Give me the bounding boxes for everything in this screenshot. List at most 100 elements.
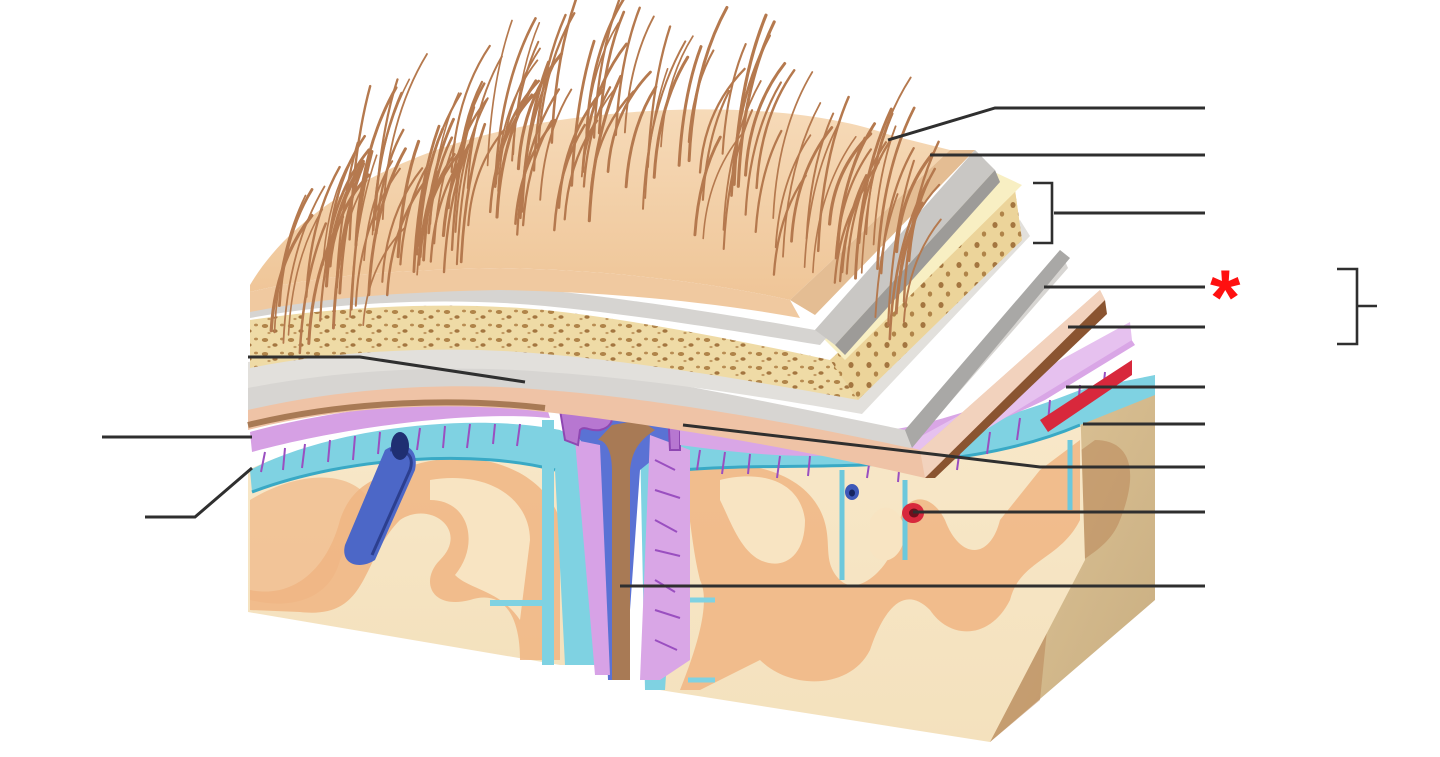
hair-strand (422, 117, 455, 262)
gray-matter-right (680, 440, 1080, 690)
hair-strand (698, 67, 746, 174)
hair-strand (385, 180, 427, 297)
red-asterisk-marker: * (1210, 253, 1241, 341)
hair-strand (322, 159, 352, 266)
leader-lines (102, 106, 1377, 588)
hair-strand (744, 62, 787, 177)
hair-strand (876, 106, 916, 270)
hair-strand (319, 162, 366, 322)
falx-cerebri (535, 372, 720, 680)
hair-strand (805, 112, 835, 240)
hair-strand (744, 81, 782, 216)
leader-r8 (682, 423, 1205, 469)
hair-strand (581, 42, 628, 173)
hair-strand (623, 15, 655, 134)
hair-strand (412, 124, 441, 273)
bracket-dura-group (1337, 267, 1359, 346)
hair-strand (537, 12, 576, 151)
gray-matter-left (250, 458, 560, 660)
hair-strand (803, 121, 841, 268)
leader-l1 (248, 355, 526, 384)
hair-strand (399, 163, 430, 266)
hair-strand (816, 95, 850, 253)
hair-strand (550, 0, 578, 144)
leader-l3 (145, 466, 253, 519)
hair-strand (269, 213, 314, 333)
hair-strand (354, 86, 398, 247)
hair-strand (354, 167, 401, 307)
hair-strand (497, 47, 541, 193)
hair-strand (589, 90, 635, 195)
hair-strand (701, 89, 731, 201)
hair-strand (693, 135, 722, 237)
hair-strand (687, 6, 729, 163)
hair-strand (732, 13, 768, 186)
hair-strand (895, 152, 935, 254)
hair-strand (597, 10, 626, 135)
hair-strand (642, 40, 687, 210)
hair-strand (455, 82, 486, 187)
hair-strand (782, 102, 822, 258)
hair-strand (755, 69, 796, 190)
hair-strand (888, 178, 930, 341)
hair-strand (416, 92, 462, 256)
hair-strand (570, 39, 596, 187)
hair-strand (287, 208, 324, 336)
hair-strand (887, 159, 915, 327)
hair-strand (702, 132, 743, 240)
hair (269, 0, 942, 355)
hair-strand (582, 86, 612, 188)
hair-strand (273, 194, 307, 334)
hair-strand (858, 136, 894, 245)
hair-strand (459, 122, 487, 264)
hair-strand (721, 43, 747, 155)
hair-strand (772, 174, 807, 276)
hair-strand (539, 88, 573, 201)
hair-strand (614, 6, 641, 136)
hair-strand (736, 20, 776, 188)
hair-strand (774, 134, 812, 249)
hair-strand (298, 222, 328, 355)
hair-strand (427, 136, 454, 235)
hair-strand (488, 93, 534, 214)
hair-strand (516, 88, 561, 236)
hair-strand (828, 132, 873, 226)
hair-strand (606, 70, 652, 173)
hair-strand (511, 40, 540, 162)
hair-strand (772, 71, 814, 219)
hair-strand (282, 185, 326, 344)
hair-strand (514, 118, 557, 225)
hair-strand (486, 19, 513, 167)
hair-strand (865, 76, 912, 236)
hair-strand (367, 147, 407, 297)
dura-mater (247, 250, 1107, 478)
hair-strand (495, 79, 538, 219)
hair-strand (563, 119, 599, 221)
hair-strand (331, 162, 365, 330)
bracket-skull (1033, 181, 1054, 245)
hair-strand (812, 136, 857, 274)
hair-strand (557, 89, 604, 209)
hair-strand (874, 193, 899, 319)
hair-strand (898, 183, 941, 281)
hair-strand (907, 167, 937, 263)
hair-strand (467, 129, 506, 227)
hair-strand (433, 141, 456, 245)
hair-strand (854, 107, 893, 280)
hair-strand (585, 0, 625, 135)
leader-r1 (887, 106, 1205, 142)
hair-strand (838, 161, 880, 283)
hair-strand (375, 128, 405, 235)
hair-strand (348, 84, 372, 241)
hair-strand (902, 218, 942, 323)
hair-strand (450, 44, 491, 173)
hair-strand (754, 129, 783, 234)
hair-strand (454, 97, 489, 233)
hair-strand (677, 45, 703, 167)
hair-strand (278, 188, 314, 307)
hair-strand (660, 35, 694, 148)
hair-strand (442, 145, 470, 274)
hair-strand (381, 167, 424, 283)
